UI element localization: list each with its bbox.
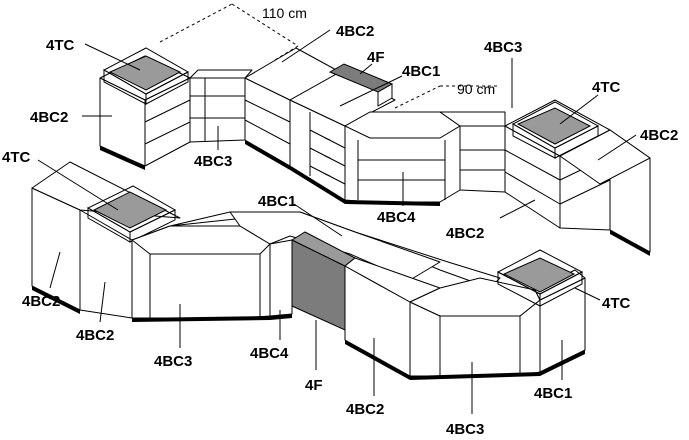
label-front-4bc4: 4BC4 <box>250 345 289 362</box>
back-display-case-right <box>511 101 600 159</box>
label-front-4bc1-right: 4BC1 <box>534 385 572 402</box>
label-back-4f: 4F <box>367 49 385 66</box>
label-front-4tc-left: 4TC <box>2 149 31 166</box>
label-front-4bc3: 4BC3 <box>154 353 192 370</box>
back-4f-block <box>328 63 394 107</box>
label-back-4tc: 4TC <box>46 37 75 54</box>
label-back-4bc2-left: 4BC2 <box>30 109 68 126</box>
label-front-4tc-right: 4TC <box>602 295 631 312</box>
label-front-4bc3-b: 4BC3 <box>446 421 484 438</box>
front-4bc2-middle <box>344 257 441 380</box>
dimension-90-label: 90 cm <box>457 81 495 97</box>
label-back-4tc-right: 4TC <box>592 79 621 96</box>
front-4bc3-left <box>131 225 271 322</box>
back-shelf-right <box>439 111 506 193</box>
back-assembly <box>99 3 651 256</box>
front-assembly <box>31 161 586 380</box>
label-back-4bc2-bottom: 4BC2 <box>446 225 484 242</box>
front-4bc4 <box>269 239 293 320</box>
label-front-4f: 4F <box>305 377 323 394</box>
label-front-4bc2-c: 4BC2 <box>346 401 384 418</box>
label-back-4bc2-right: 4BC2 <box>640 127 678 144</box>
leader-lines <box>37 29 637 414</box>
dimension-90 <box>394 85 500 109</box>
dimension-110-label: 110 cm <box>262 5 307 21</box>
label-back-4bc4: 4BC4 <box>377 209 416 226</box>
labels: 110 cm 90 cm 4TC 4BC2 4BC2 4F 4BC1 4BC3 … <box>2 5 678 438</box>
label-back-4bc3: 4BC3 <box>194 153 232 170</box>
label-back-4bc3-top: 4BC3 <box>484 39 522 56</box>
label-back-4bc1: 4BC1 <box>402 63 440 80</box>
dimension-110 <box>159 3 299 61</box>
back-drawer-unit <box>289 71 396 204</box>
back-shelf-4bc3 <box>189 69 253 143</box>
label-back-4bc2-top: 4BC2 <box>336 23 374 40</box>
label-front-4bc2-a: 4BC2 <box>22 293 60 310</box>
label-front-4bc1-top: 4BC1 <box>258 193 296 210</box>
front-4bc3-right <box>409 277 541 380</box>
front-display-case-left <box>86 185 177 243</box>
front-display-case-right <box>496 249 584 307</box>
label-front-4bc2-b: 4BC2 <box>76 327 114 344</box>
